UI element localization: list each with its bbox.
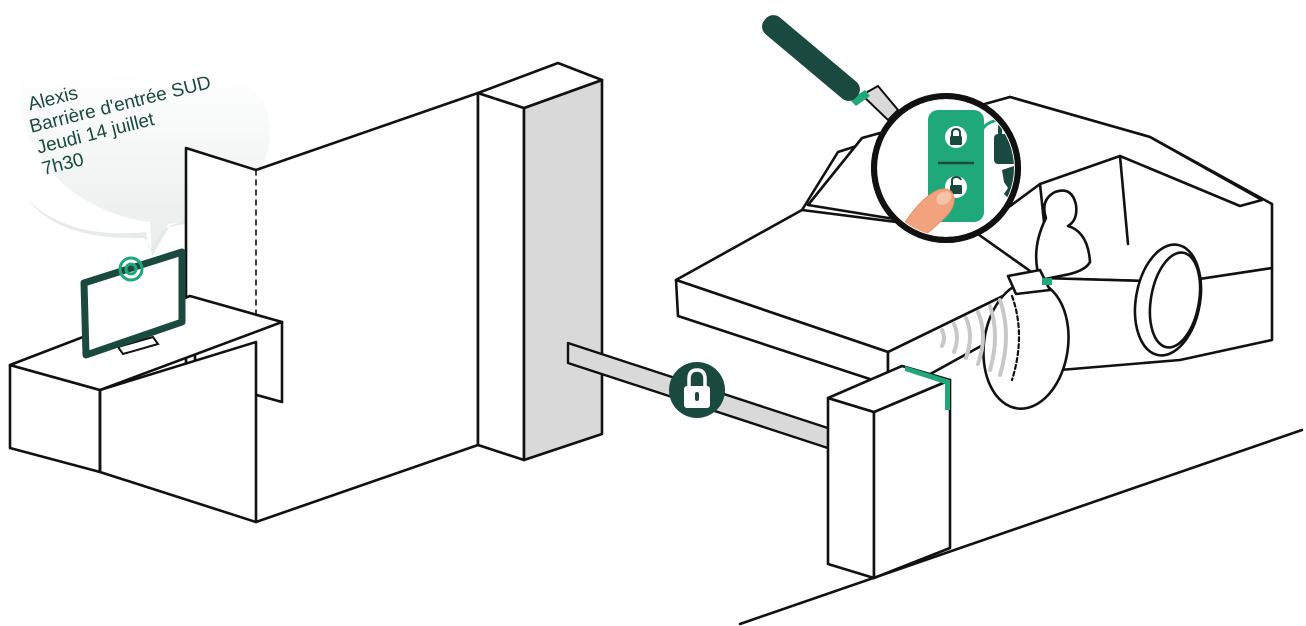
pillar bbox=[478, 63, 602, 460]
ground-line bbox=[740, 430, 1302, 624]
lock-icon bbox=[945, 126, 967, 148]
lock-icon bbox=[669, 362, 725, 418]
reader-post bbox=[828, 366, 950, 578]
